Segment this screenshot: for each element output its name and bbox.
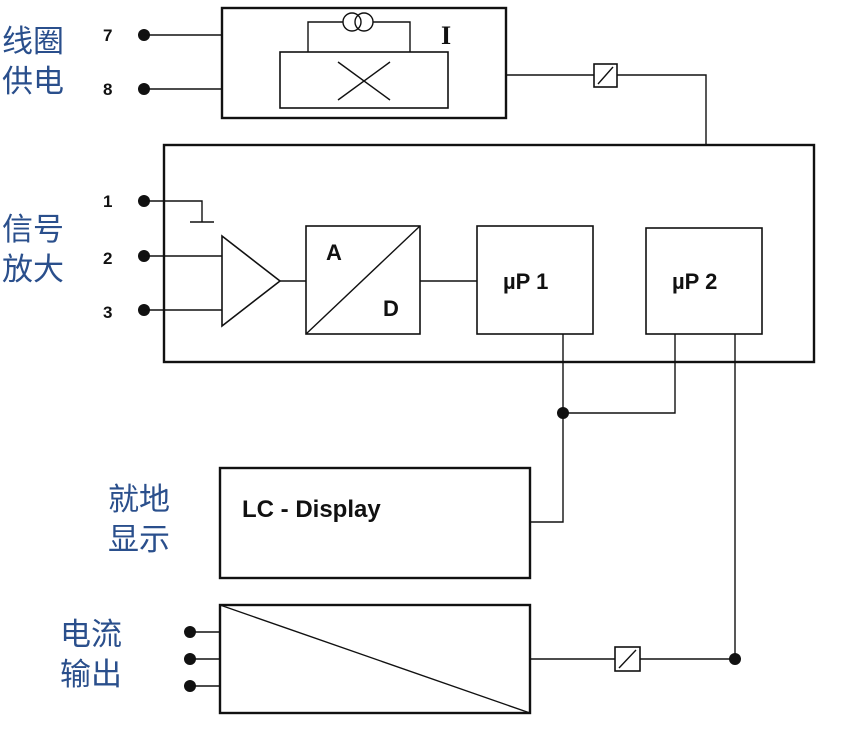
up2-label: µP 2 <box>672 269 717 294</box>
ad-converter-diagonal <box>305 225 421 335</box>
lc-display-block <box>218 466 532 580</box>
up1-block <box>476 225 594 335</box>
label-current-output-line2: 输出 <box>60 657 122 693</box>
ad-converter-d-label: D <box>383 296 399 321</box>
label-local-display-line1: 就地 <box>108 482 170 518</box>
up1-up2-bus-wire <box>562 334 676 414</box>
coil-element <box>279 51 449 109</box>
label-current-output-line1: 电流 <box>60 617 122 653</box>
isolator-top-slash <box>597 66 614 85</box>
amplifier-triangle <box>221 234 282 328</box>
up1-label: µP 1 <box>503 269 548 294</box>
current-source-circle-left <box>342 12 362 32</box>
label-coil-power-line2: 供电 <box>2 64 64 100</box>
current-source-circle-right <box>354 12 374 32</box>
bus-to-display-wire <box>530 413 564 523</box>
isolator-bottom-slash <box>618 649 637 669</box>
label-coil-power-line1: 线圈 <box>2 24 64 60</box>
label-signal-amp-line1: 信号 <box>2 212 64 248</box>
current-output-diagonal <box>219 604 531 714</box>
pin-3-label: 3 <box>103 303 112 322</box>
pin-1-ground-wire <box>144 200 214 223</box>
current-source-wiring <box>307 21 411 52</box>
pin-7-label: 7 <box>103 26 112 45</box>
coil-cross-line-2 <box>337 61 391 101</box>
pin-2-label: 2 <box>103 249 112 268</box>
label-signal-amp-line2: 放大 <box>2 252 64 288</box>
label-local-display-line2: 显示 <box>108 522 170 558</box>
ad-converter-a-label: A <box>326 240 342 265</box>
output-junction-dot <box>729 653 741 665</box>
lc-display-label: LC - Display <box>242 496 381 523</box>
pin-1-label: 1 <box>103 192 112 211</box>
current-symbol: I <box>441 21 451 50</box>
up2-block <box>645 227 763 335</box>
pin-8-label: 8 <box>103 80 112 99</box>
